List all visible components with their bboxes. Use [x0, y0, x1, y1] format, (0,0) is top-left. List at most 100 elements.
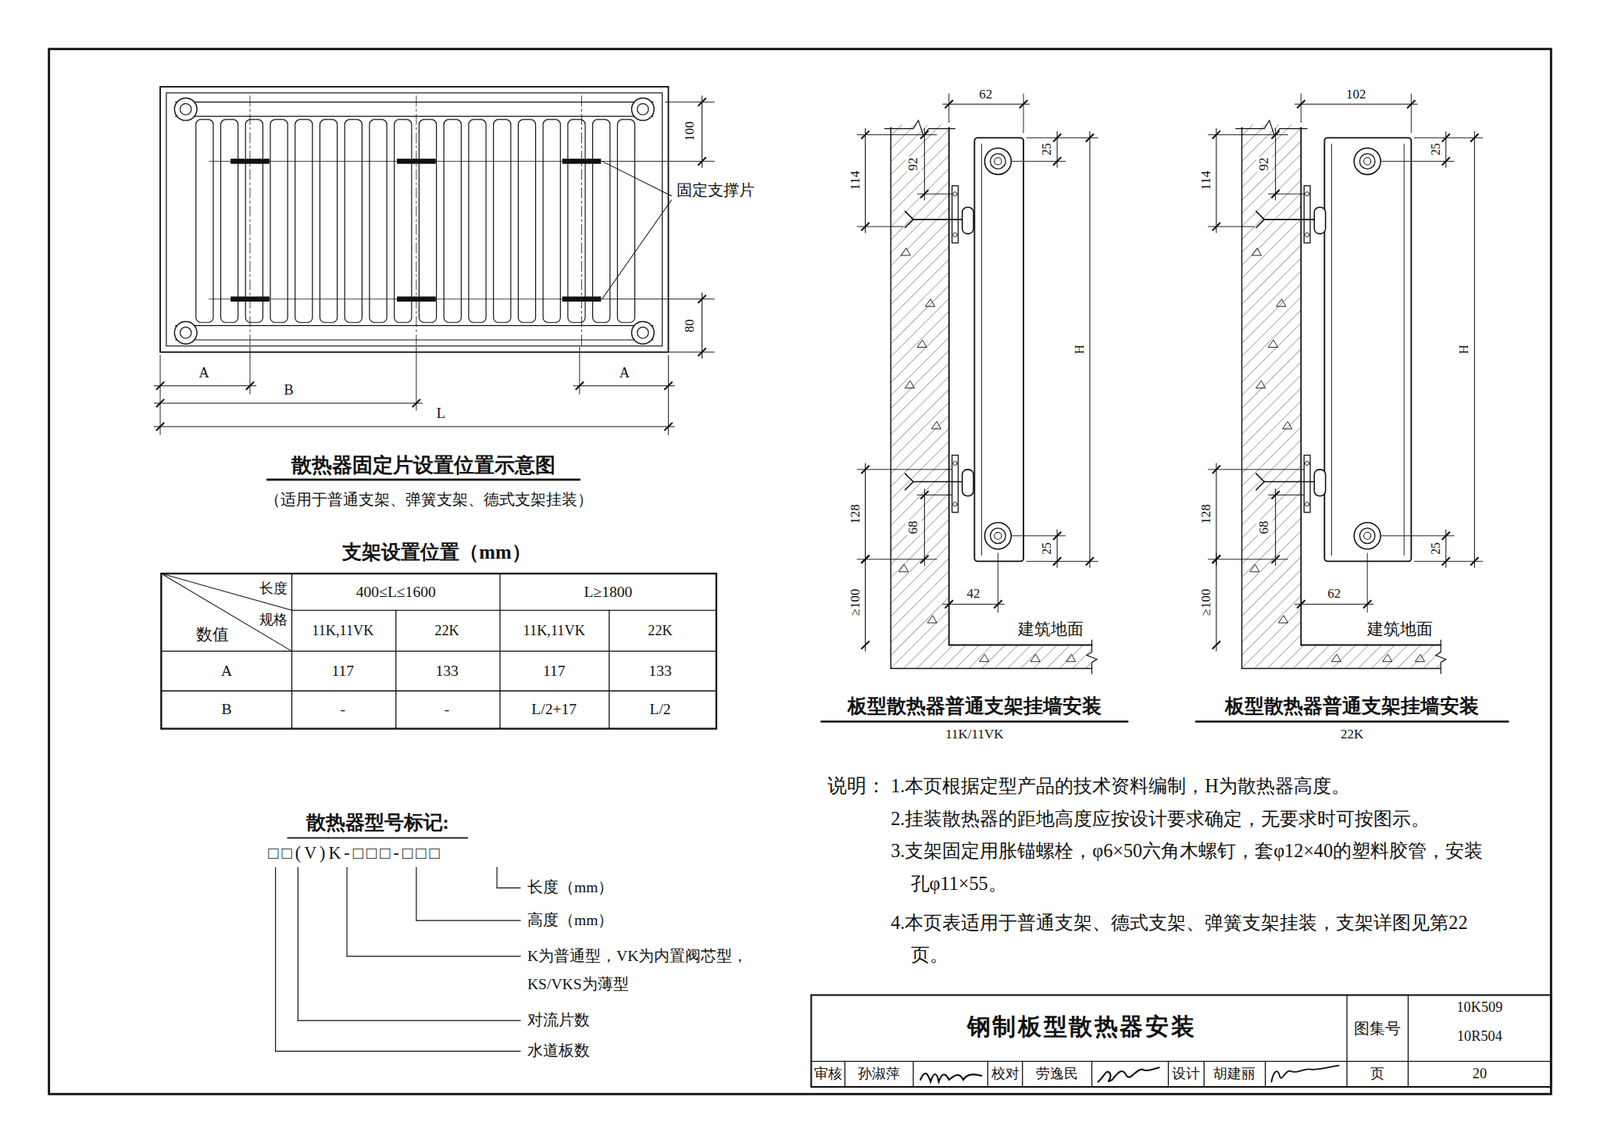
bracket-plate [1303, 455, 1311, 513]
center-line [581, 96, 583, 346]
line [292, 609, 717, 611]
dimension-tick [698, 295, 706, 303]
line [669, 351, 715, 353]
convection-fin [369, 119, 387, 323]
line [917, 494, 952, 496]
title-block-cell: 胡建丽 [1212, 1066, 1257, 1083]
bracket-hole [953, 192, 958, 197]
note: 1.本页根据定型产品的技术资料编制，H为散热器高度。 [890, 769, 1488, 803]
line [1207, 225, 1254, 227]
pipe-section [1364, 532, 1372, 540]
pipe-section [990, 153, 1007, 170]
concrete-mark [931, 421, 941, 429]
floor-surface [1300, 644, 1441, 647]
floor-edge [1242, 667, 1442, 669]
dimension-line [1294, 603, 1374, 605]
line [1414, 137, 1483, 139]
leader-line [496, 867, 497, 888]
line [1264, 1060, 1266, 1087]
dimension-tick [156, 382, 164, 390]
convection-fin [468, 119, 486, 323]
dimension-line [924, 489, 925, 566]
line [1414, 560, 1483, 562]
bracket-hole [953, 460, 958, 465]
table-cell: 长度 [258, 580, 289, 597]
convection-fin [295, 119, 313, 323]
pipe-connection [174, 321, 197, 344]
dimension-tick [945, 600, 953, 608]
anchor-bolt [905, 210, 914, 219]
dimension-line [864, 128, 866, 233]
pipe-connection [637, 103, 649, 115]
title-block-cell: 10K509 [1455, 1000, 1504, 1017]
line [1026, 560, 1098, 562]
figure-title: 散热器固定片设置位置示意图 [290, 453, 557, 478]
line [665, 101, 715, 103]
convection-fin [196, 119, 214, 323]
title-block-cell: 校对 [990, 1066, 1021, 1083]
dimension: 68 [1257, 519, 1273, 535]
line [1023, 93, 1025, 133]
wall-edge [890, 127, 892, 668]
break-line [884, 120, 955, 136]
line [1381, 535, 1454, 536]
dimension: 42 [966, 585, 982, 602]
radiator-outline [166, 92, 663, 347]
pipe-section [984, 147, 1011, 175]
concrete-mark [1415, 653, 1425, 661]
dimension-tick [1053, 532, 1061, 540]
concrete-mark [1030, 653, 1040, 661]
dimension: A [198, 365, 211, 383]
dimension-tick [1297, 600, 1305, 608]
pipe-section [994, 532, 1002, 540]
drawing [49, 49, 1552, 1094]
concrete-mark [899, 564, 909, 572]
convection-fin [443, 119, 461, 323]
table-cell: - [443, 700, 451, 718]
leader-line [297, 867, 299, 1021]
dimension-line [153, 402, 423, 404]
pipe-connection [180, 103, 192, 115]
table-cell: 11K,11VK [522, 623, 586, 640]
dimension-line [153, 385, 257, 386]
title-block-cell: 审核 [813, 1066, 843, 1083]
dimension-tick [575, 382, 583, 390]
figure-title: 支架设置位置（mm） [341, 540, 532, 564]
bracket-hook [1314, 207, 1325, 234]
anchor-bolt [1264, 481, 1315, 483]
dimension-tick [1019, 100, 1027, 108]
concrete-mark [927, 615, 937, 623]
line [912, 1060, 914, 1087]
wall-hatch [890, 124, 949, 645]
dimension-tick [1212, 131, 1220, 139]
dimension: ≥100 [1198, 587, 1215, 617]
table-cell: L≥1800 [583, 582, 634, 601]
dimension-tick [861, 555, 869, 563]
convection-fin [617, 119, 635, 323]
title-underline [287, 836, 468, 839]
convection-fin [542, 119, 561, 323]
leader-line [416, 920, 521, 922]
line [857, 558, 937, 560]
leader-line [275, 1050, 521, 1052]
note: 2.挂装散热器的距地高度应按设计要求确定，无要求时可按图示。 [890, 802, 1488, 836]
title-block-cell: 10R504 [1456, 1028, 1504, 1046]
dimension: 25 [1039, 541, 1054, 556]
concrete-mark [917, 339, 927, 347]
dimension-line [1294, 103, 1418, 105]
figure-title: 板型散热器普通支架挂墙安装 [1224, 695, 1480, 718]
anchor-bolt [905, 219, 914, 228]
table-cell: 133 [647, 662, 672, 681]
concrete-mark [1278, 615, 1289, 623]
anchor-bolt [1256, 219, 1265, 228]
leader-line [297, 1020, 521, 1022]
title-block-cell: 页 [1369, 1066, 1386, 1083]
anchor-bolt [913, 218, 964, 221]
line [1268, 193, 1305, 195]
section-view [821, 93, 1128, 722]
line [948, 93, 950, 123]
pipe-section [984, 522, 1011, 550]
convection-fin [418, 119, 436, 323]
line [610, 298, 715, 300]
convection-fin [517, 119, 536, 323]
